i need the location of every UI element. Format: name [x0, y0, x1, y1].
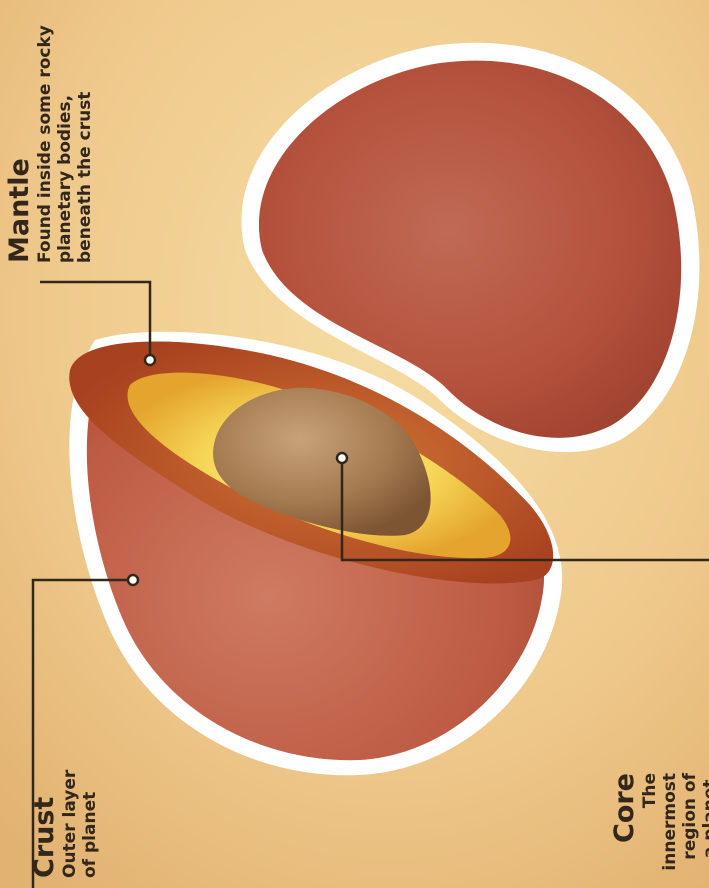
core-dot	[337, 453, 347, 463]
mantle-dot	[145, 355, 155, 365]
crust-dot	[128, 575, 138, 585]
